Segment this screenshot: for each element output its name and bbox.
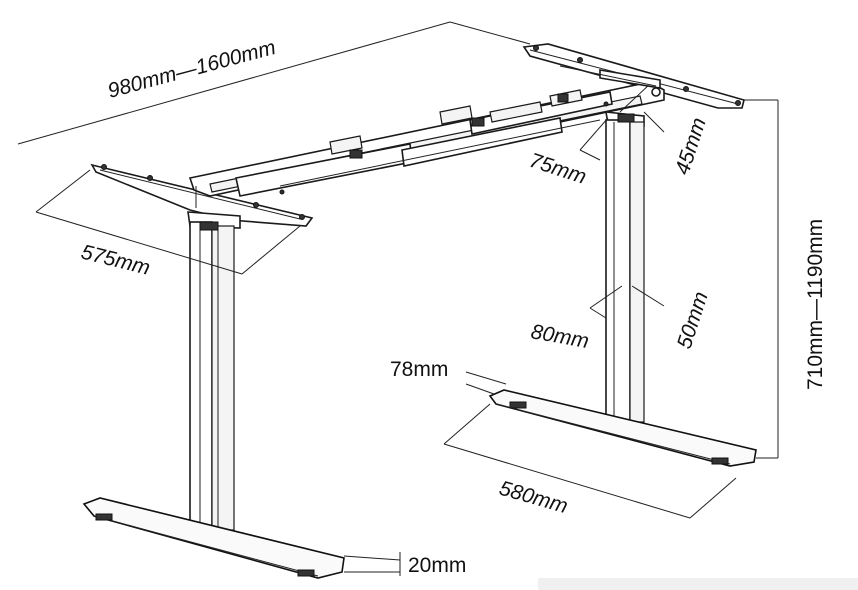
left-column — [187, 211, 241, 531]
footer-strip — [538, 578, 858, 590]
column-width-label: 80mm — [529, 320, 590, 353]
beam-height-label: 45mm — [671, 115, 711, 178]
right-foot — [488, 389, 757, 467]
foot-thickness-label: 20mm — [408, 554, 466, 577]
left-foot — [82, 497, 345, 579]
width-range-label: 980mm—1600mm — [105, 36, 278, 103]
foot-height-label: 78mm — [390, 358, 448, 381]
left-top-bracket — [90, 163, 314, 227]
right-column — [605, 111, 645, 423]
beam-width-label: 75mm — [526, 149, 589, 189]
column-depth-label: 50mm — [673, 289, 713, 352]
height-range-label: 710mm—1190mm — [804, 219, 827, 390]
depth-label: 575mm — [79, 241, 153, 280]
foot-length-label: 580mm — [497, 477, 571, 518]
crossbeam — [188, 65, 665, 208]
